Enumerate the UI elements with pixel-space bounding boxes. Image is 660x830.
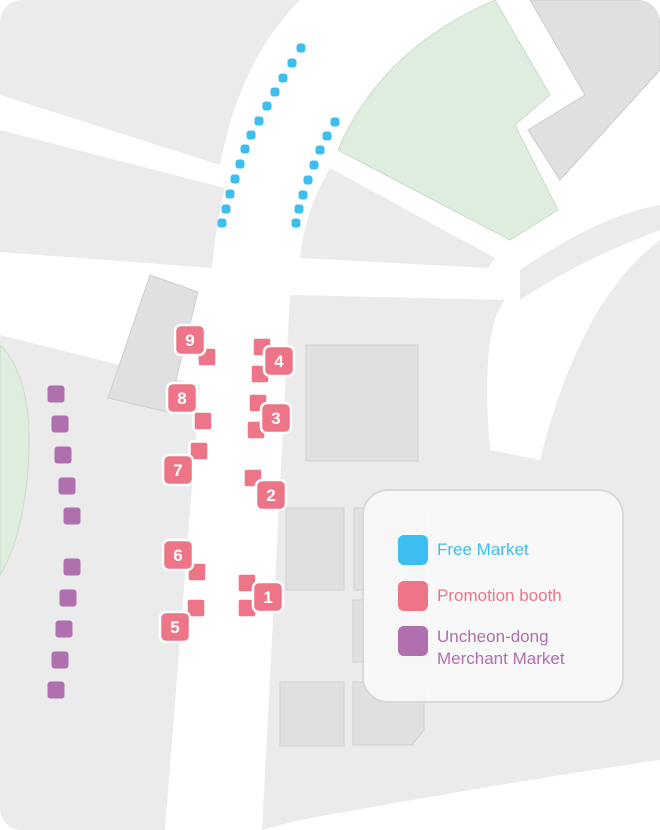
block-left-middle: [0, 130, 225, 268]
free-market-stall[interactable]: [262, 101, 272, 111]
free-market-stall[interactable]: [270, 87, 280, 97]
free-market-stall[interactable]: [291, 218, 301, 228]
booth-number: 6: [173, 546, 182, 565]
merchant-market-stall[interactable]: [47, 385, 65, 403]
merchant-market-stall[interactable]: [55, 620, 73, 638]
promotion-booth-3[interactable]: [259, 401, 293, 435]
block-top-left: [0, 0, 300, 165]
promotion-booth-swatch: [398, 581, 428, 611]
building-top-right: [527, 0, 660, 181]
booth-number: 7: [173, 461, 182, 480]
block-left-lower: [0, 335, 200, 830]
building-center: [305, 344, 419, 462]
free-market-stall[interactable]: [278, 73, 288, 83]
promotion-booth-stall[interactable]: [185, 597, 207, 619]
free-market-stall[interactable]: [225, 189, 235, 199]
block-bottom: [0, 760, 120, 830]
building-a: [285, 507, 345, 591]
free-market-stall[interactable]: [240, 144, 250, 154]
free-market-stall[interactable]: [230, 174, 240, 184]
legend-label: Uncheon-dong Merchant Market: [437, 627, 565, 668]
free-market-stall[interactable]: [296, 43, 306, 53]
block-far-right: [520, 205, 660, 300]
legend-item-merchant-market: Uncheon-dong Merchant Market: [398, 626, 597, 670]
free-market-stall[interactable]: [330, 117, 340, 127]
merchant-market-stall[interactable]: [58, 477, 76, 495]
free-market-stall[interactable]: [217, 218, 227, 228]
booth-number: 8: [177, 389, 186, 408]
legend-item-free-market: Free Market: [398, 535, 529, 565]
legend-label: Promotion booth: [437, 586, 562, 605]
free-market-stall[interactable]: [254, 116, 264, 126]
booth-number: 9: [185, 331, 194, 350]
merchant-market-stall[interactable]: [63, 558, 81, 576]
merchant-market-stall[interactable]: [51, 415, 69, 433]
park-left: [0, 344, 30, 576]
free-market-stall[interactable]: [287, 58, 297, 68]
free-market-stall[interactable]: [246, 130, 256, 140]
promotion-booth-1[interactable]: [251, 580, 285, 614]
free-market-swatch: [398, 535, 428, 565]
building-d: [279, 681, 345, 747]
merchant-market-stall[interactable]: [51, 651, 69, 669]
free-market-stall[interactable]: [303, 175, 313, 185]
merchant-market-stall[interactable]: [54, 446, 72, 464]
map-legend: Free Market Promotion booth Uncheon-dong…: [362, 489, 624, 703]
promotion-booth-9[interactable]: [173, 323, 207, 357]
promotion-booth-6[interactable]: [161, 538, 195, 572]
merchant-market-swatch: [398, 626, 428, 656]
block-center-upper: [300, 168, 495, 268]
booth-number: 3: [271, 409, 280, 428]
promotion-booth-7[interactable]: [161, 453, 195, 487]
legend-label: Free Market: [437, 540, 529, 559]
merchant-market-stall[interactable]: [59, 589, 77, 607]
park-top: [337, 0, 559, 241]
free-market-stall[interactable]: [235, 159, 245, 169]
legend-item-promotion-booth: Promotion booth: [398, 581, 562, 611]
free-market-stall[interactable]: [294, 204, 304, 214]
booth-number: 1: [263, 588, 272, 607]
free-market-stall[interactable]: [315, 145, 325, 155]
promotion-booth-2[interactable]: [254, 478, 288, 512]
booth-number: 2: [266, 486, 275, 505]
promotion-booth-5[interactable]: [158, 610, 192, 644]
promotion-booth-stall[interactable]: [188, 440, 210, 462]
free-market-stall[interactable]: [322, 131, 332, 141]
free-market-stall[interactable]: [309, 160, 319, 170]
promotion-booth-4[interactable]: [262, 344, 296, 378]
promotion-booth-8[interactable]: [165, 381, 199, 415]
merchant-market-stall[interactable]: [47, 681, 65, 699]
booth-number: 5: [170, 618, 179, 637]
promotion-booth-stall[interactable]: [192, 410, 214, 432]
free-market-stall[interactable]: [298, 190, 308, 200]
free-market-stall[interactable]: [221, 204, 231, 214]
booth-number: 4: [274, 352, 284, 371]
merchant-market-stall[interactable]: [63, 507, 81, 525]
